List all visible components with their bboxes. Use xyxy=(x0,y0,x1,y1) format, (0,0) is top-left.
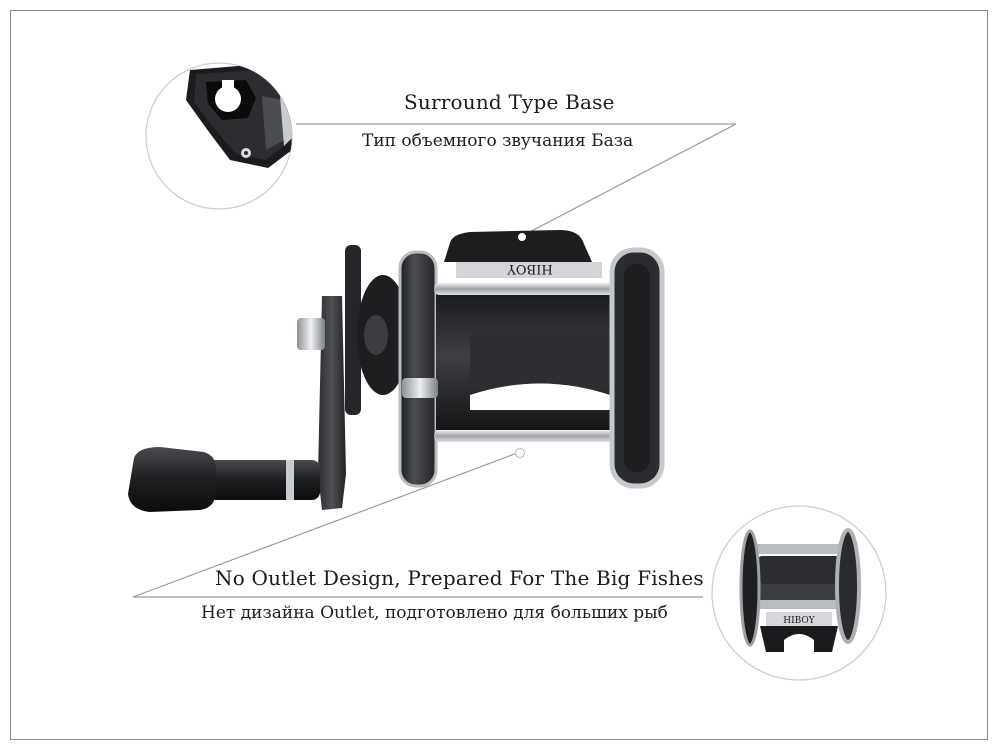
base-detail-bubble xyxy=(145,62,293,210)
bottom-rod xyxy=(434,430,634,442)
feature-bottom-title: No Outlet Design, Prepared For The Big F… xyxy=(215,566,704,590)
top-rod xyxy=(434,283,634,295)
star-drag xyxy=(345,245,361,415)
left-side-plate xyxy=(398,250,438,488)
handle-bolt xyxy=(297,318,325,350)
callout-lines xyxy=(132,123,737,598)
brand-text: HIBOY xyxy=(507,261,553,276)
handle-shaft xyxy=(208,460,320,500)
feature-bottom-subtitle: Нет дизайна Outlet, подготовлено для бол… xyxy=(201,603,668,623)
clicker-button xyxy=(402,378,438,398)
fishing-reel: HIBOY xyxy=(128,230,665,512)
image-frame xyxy=(10,10,988,740)
brand-plate xyxy=(456,262,602,278)
feature-top-title: Surround Type Base xyxy=(404,90,615,114)
feature-top-subtitle: Тип объемного звучания База xyxy=(362,131,634,151)
reel-underside-bubble: HIBOY xyxy=(711,505,887,681)
underside-brand-text: HIBOY xyxy=(783,616,816,626)
handle-arm xyxy=(318,296,346,510)
reel-foot xyxy=(444,230,592,262)
handle-knob xyxy=(128,447,216,512)
callout-dot-bottom xyxy=(515,448,525,458)
